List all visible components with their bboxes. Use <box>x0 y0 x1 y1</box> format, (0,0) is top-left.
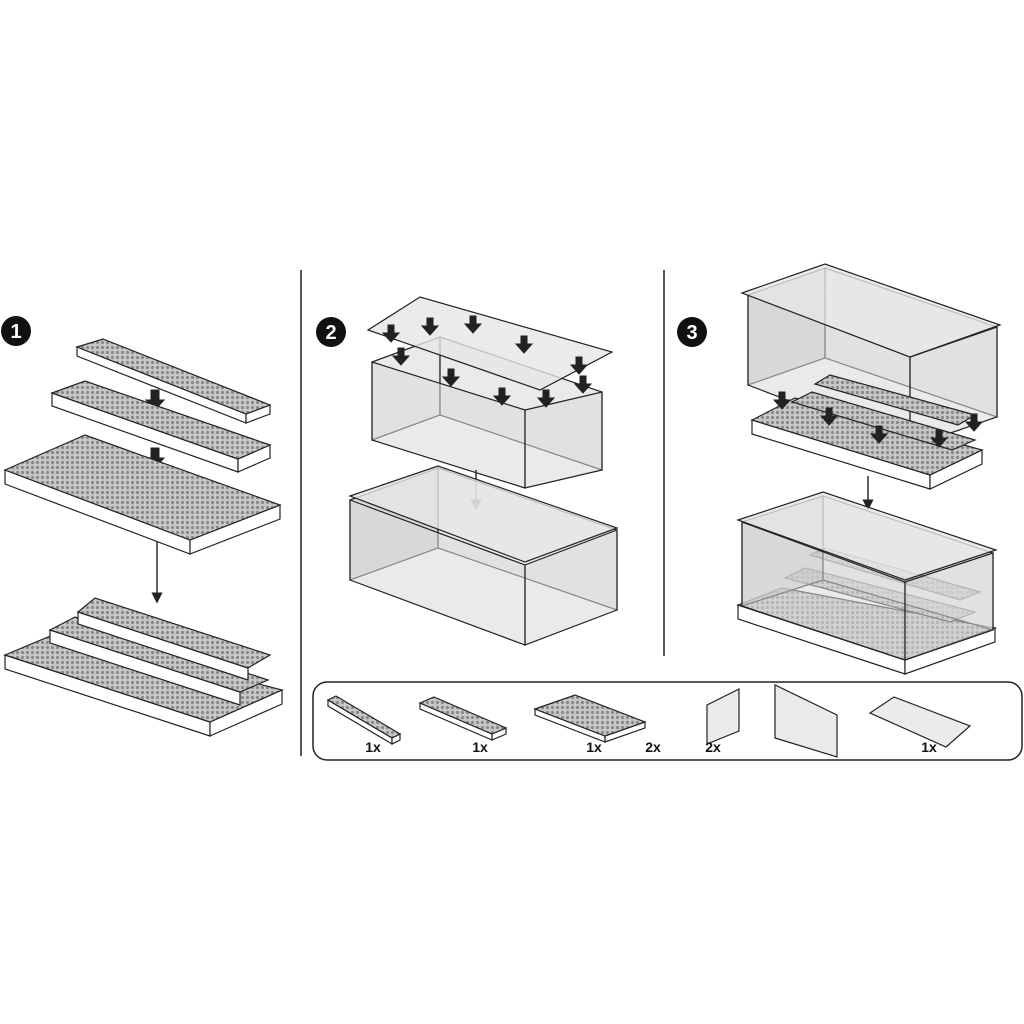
part-large-baseplate: 1x <box>533 694 647 755</box>
part-quantity: 1x <box>921 739 937 755</box>
stepped-baseplates <box>750 374 984 490</box>
step-3-number: 3 <box>686 322 697 344</box>
part-small-baseplate: 1x <box>326 695 402 755</box>
step-3-illustration <box>736 263 1002 675</box>
closed-case <box>348 465 619 646</box>
part-quantity: 1x <box>365 739 381 755</box>
step-1-badge: 1 <box>1 316 31 346</box>
part-quantity: 2x <box>705 739 721 755</box>
step-2-number: 2 <box>325 322 336 344</box>
part-short-side-panel: 2x <box>645 688 740 755</box>
down-arrows <box>381 315 593 408</box>
large-baseplate <box>3 434 282 555</box>
open-case <box>371 336 603 489</box>
down-arrows <box>772 391 984 448</box>
part-top-panel: 1x <box>868 696 972 755</box>
step-1-number: 1 <box>10 321 21 343</box>
step-1-illustration <box>3 338 284 737</box>
step-3-badge: 3 <box>677 317 707 347</box>
part-quantity: 2x <box>645 739 661 755</box>
parts-list: 1x 1x 1x 2x 2x 1x <box>312 681 1023 761</box>
assembled-baseplates <box>3 597 284 737</box>
part-quantity: 1x <box>586 739 602 755</box>
step-2-illustration <box>348 296 619 646</box>
completed-display-case <box>736 491 998 675</box>
medium-baseplate <box>50 380 272 473</box>
part-quantity: 1x <box>472 739 488 755</box>
small-baseplate <box>75 338 272 424</box>
part-long-side-panel: 2x <box>705 684 838 758</box>
part-medium-baseplate: 1x <box>418 696 508 755</box>
step-2-badge: 2 <box>316 317 346 347</box>
